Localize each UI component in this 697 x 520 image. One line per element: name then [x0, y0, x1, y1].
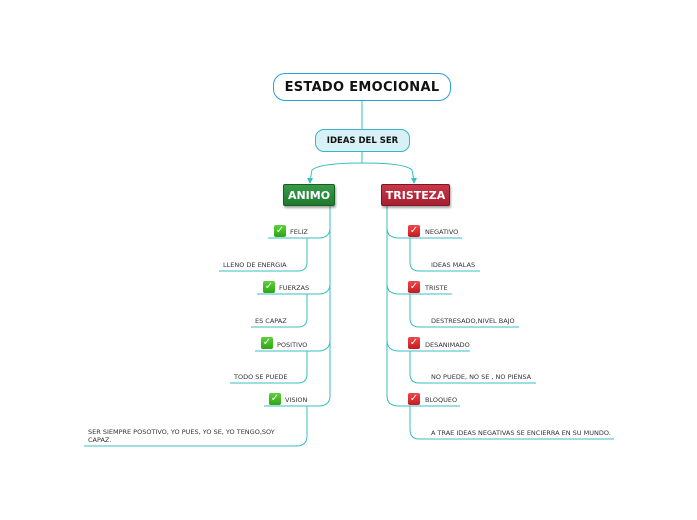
leaf-ideas-malas[interactable]: IDEAS MALAS [431, 261, 476, 269]
check-green-icon: ✓ [263, 281, 275, 293]
leaf-triste[interactable]: TRISTE [425, 284, 448, 292]
leaf-no-puede-no-se-no-piensa[interactable]: NO PUEDE, NO SE , NO PIENSA [431, 373, 532, 381]
leaf-negativo[interactable]: NEGATIVO [425, 228, 459, 236]
branch-animo[interactable]: ANIMO [283, 184, 335, 206]
leaf-atrae-ideas-negativas[interactable]: A TRAE IDEAS NEGATIVAS SE ENCIERRA EN SU… [431, 429, 611, 437]
check-green-icon: ✓ [269, 393, 281, 405]
leaf-positivo[interactable]: POSITIVO [277, 341, 308, 349]
leaf-todo-se-puede[interactable]: TODO SE PUEDE [234, 373, 288, 381]
leaf-fuerzas[interactable]: FUERZAS [279, 284, 310, 292]
leaf-bloqueo[interactable]: BLOQUEO [425, 396, 458, 404]
subtopic-ideas-del-ser[interactable]: IDEAS DEL SER [315, 129, 410, 152]
branch-tristeza[interactable]: TRISTEZA [381, 184, 450, 206]
leaf-ser-siempre-positivo[interactable]: SER SIEMPRE POSOTIVO, YO PUES, YO SE, YO… [88, 428, 275, 444]
leaf-lleno-de-energia[interactable]: LLENO DE ENERGIA [223, 261, 287, 269]
leaf-es-capaz[interactable]: ES CAPAZ [255, 317, 287, 325]
leaf-feliz[interactable]: FELIZ [290, 228, 308, 236]
leaf-desanimado[interactable]: DESANIMADO [425, 341, 470, 349]
root-topic[interactable]: ESTADO EMOCIONAL [273, 73, 451, 101]
check-green-icon: ✓ [274, 225, 286, 237]
check-red-icon: ✓ [408, 393, 420, 405]
check-red-icon: ✓ [408, 281, 420, 293]
check-red-icon: ✓ [408, 337, 420, 349]
check-red-icon: ✓ [408, 225, 420, 237]
leaf-vision[interactable]: VISION [285, 396, 308, 404]
check-green-icon: ✓ [261, 337, 273, 349]
leaf-destresado-nivel-bajo[interactable]: DESTRESADO,NIVEL BAJO [431, 317, 515, 325]
